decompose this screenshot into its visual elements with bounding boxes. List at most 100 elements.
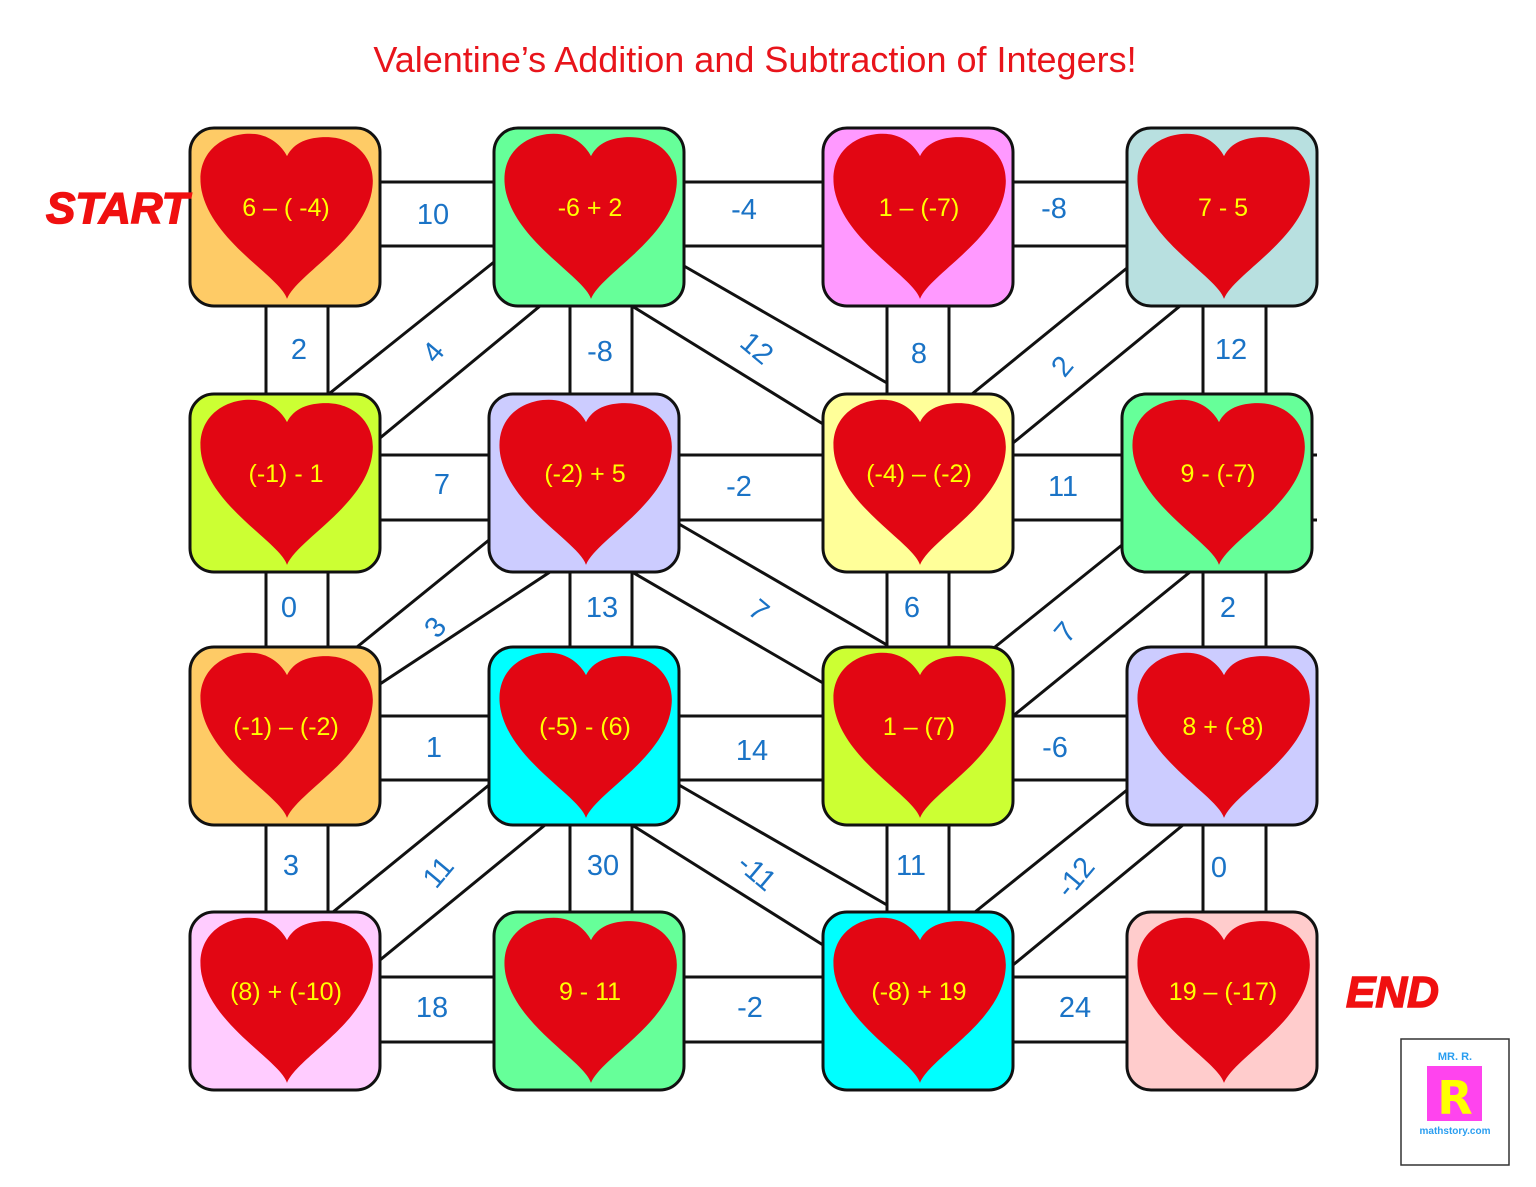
edge-label: -8: [587, 336, 613, 368]
edge-label: -4: [731, 194, 757, 226]
edge-label: 11: [896, 850, 926, 882]
edge-label: -6: [1042, 732, 1068, 764]
box-expression: (8) + (-10): [230, 978, 342, 1006]
edge-label: 3: [283, 850, 299, 882]
edge-label: 8: [911, 338, 927, 370]
maze-box[interactable]: 9 - (-7): [1120, 392, 1314, 574]
box-expression: 1 – (7): [883, 713, 955, 741]
maze-box[interactable]: 9 - 11: [492, 910, 686, 1092]
maze-box[interactable]: (-1) - 1: [188, 392, 382, 574]
diagonal-connector-line: [379, 570, 551, 686]
box-expression: 6 – ( -4): [242, 194, 330, 222]
box-expression: 8 + (-8): [1182, 713, 1263, 741]
edge-label: 0: [1211, 852, 1227, 884]
box-expression: -6 + 2: [558, 194, 623, 222]
edge-label: 18: [416, 992, 448, 1024]
edge-label: 7: [434, 469, 450, 501]
diagonal-edge-label: 7: [742, 593, 775, 628]
box-expression: 7 - 5: [1198, 194, 1248, 222]
maze-box[interactable]: (-5) - (6): [487, 645, 681, 827]
edge-label: 13: [586, 592, 618, 624]
diagonal-connector-line: [678, 522, 888, 647]
diagonal-edge-label: 11: [417, 851, 461, 895]
diagonal-connector-line: [1012, 570, 1191, 718]
box-expression: (-4) – (-2): [866, 460, 972, 488]
maze-box[interactable]: -6 + 2: [492, 126, 686, 308]
diagonal-connector-line: [683, 264, 888, 385]
maze-box[interactable]: (-2) + 5: [487, 392, 681, 574]
edge-label: 1: [426, 732, 442, 764]
heart-icon: [499, 652, 672, 818]
box-expression: 1 – (-7): [879, 194, 960, 222]
heart-icon: [833, 133, 1006, 299]
heart-icon: [200, 133, 373, 299]
maze-box[interactable]: (-1) – (-2): [188, 645, 382, 827]
edge-label: 10: [417, 199, 449, 231]
diagonal-edge-label: 12: [734, 326, 779, 371]
diagonal-connector-line: [678, 783, 888, 907]
diagonal-connector-line: [631, 823, 824, 947]
diagonal-connector-line: [332, 783, 490, 914]
diagonal-connector-line: [1012, 823, 1184, 967]
edge-label: 6: [904, 592, 920, 624]
edge-label: 11: [1048, 471, 1078, 503]
heart-icon: [504, 917, 677, 1083]
maze-box[interactable]: 19 – (-17): [1125, 910, 1319, 1092]
edge-label: 2: [291, 334, 307, 366]
heart-icon: [1137, 652, 1310, 818]
diagonal-connector-line: [379, 304, 541, 440]
diagonal-connector-line: [356, 538, 490, 649]
heart-icon: [200, 399, 373, 565]
box-expression: 19 – (-17): [1169, 978, 1277, 1006]
diagonal-connector-line: [631, 304, 824, 426]
maze-box[interactable]: 8 + (-8): [1125, 645, 1319, 827]
maze-box[interactable]: 6 – ( -4): [188, 126, 382, 308]
edge-label: 24: [1059, 992, 1091, 1024]
diagonal-edge-label: -12: [1050, 851, 1101, 904]
diagonal-edge-label: 7: [1048, 616, 1083, 649]
box-expression: (-5) - (6): [539, 713, 631, 741]
diagonal-connector-line: [379, 823, 546, 962]
edge-label: -8: [1041, 193, 1067, 225]
maze-box[interactable]: (8) + (-10): [188, 910, 382, 1092]
box-expression: (-1) - 1: [249, 460, 324, 488]
heart-icon: [1137, 133, 1310, 299]
end-label: END: [1346, 968, 1439, 1017]
maze-boxes: 6 – ( -4) -6 + 2 1 – (-7) 7 - 5 (-1) - 1 (-2)…: [188, 126, 1319, 1092]
heart-icon: [1132, 399, 1305, 565]
heart-icon: [200, 917, 373, 1083]
maze-box[interactable]: 7 - 5: [1125, 126, 1319, 308]
edge-label: -2: [726, 471, 752, 503]
heart-icon: [1137, 917, 1310, 1083]
edge-label: -2: [737, 992, 763, 1024]
mr-r-logo: MR. R. R mathstory.com: [1400, 1038, 1510, 1166]
heart-icon: [833, 652, 1006, 818]
diagonal-connector-line: [971, 266, 1128, 396]
heart-icon: [200, 652, 373, 818]
page-title: Valentine’s Addition and Subtraction of …: [373, 39, 1136, 80]
maze-box[interactable]: 1 – (-7): [821, 126, 1015, 308]
diagonal-edge-label: 4: [416, 336, 451, 369]
maze-box[interactable]: (-8) + 19: [821, 910, 1015, 1092]
box-expression: 9 - 11: [559, 978, 621, 1006]
edge-label: 2: [1220, 592, 1236, 624]
heart-icon: [833, 917, 1006, 1083]
heart-icon: [504, 133, 677, 299]
edge-label: 0: [281, 592, 297, 624]
maze-box[interactable]: 1 – (7): [821, 645, 1015, 827]
logo-letter: R: [1437, 1071, 1472, 1125]
maze-box[interactable]: (-4) – (-2): [821, 392, 1015, 574]
box-expression: (-2) + 5: [544, 460, 625, 488]
logo-site-text: mathstory.com: [1420, 1126, 1491, 1137]
heart-icon: [833, 399, 1006, 565]
diagonal-connector-line: [994, 543, 1123, 649]
diagonal-connector-line: [329, 260, 495, 395]
edge-label: 14: [736, 735, 768, 767]
diagonal-connector-line: [1012, 304, 1181, 445]
heart-icon: [499, 399, 672, 565]
diagonal-edge-label: 2: [1045, 350, 1080, 383]
box-expression: 9 - (-7): [1181, 460, 1256, 488]
start-label: START: [46, 184, 192, 233]
